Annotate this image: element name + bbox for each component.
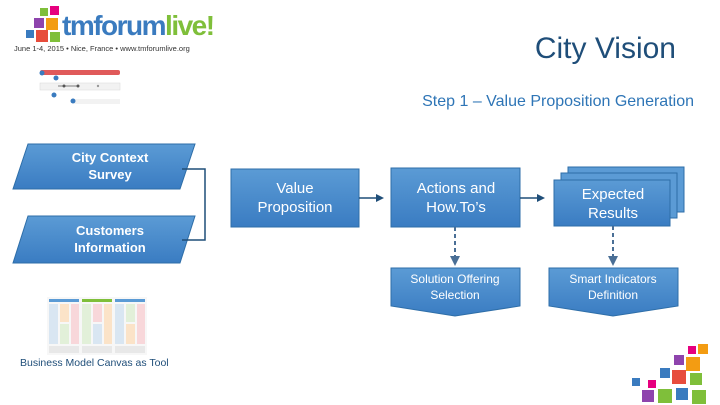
corner-square-icon bbox=[676, 388, 688, 400]
canvas-panel bbox=[82, 299, 112, 353]
corner-square-icon bbox=[660, 368, 670, 378]
corner-square-icon bbox=[672, 370, 686, 384]
logo-square-icon bbox=[34, 18, 44, 28]
logo-tagline: June 1-4, 2015 • Nice, France • www.tmfo… bbox=[14, 44, 190, 53]
tool-caption: Business Model Canvas as Tool bbox=[20, 357, 169, 369]
input-bracket-connector bbox=[182, 168, 206, 241]
corner-square-icon bbox=[674, 355, 684, 365]
corner-square-icon bbox=[690, 373, 702, 385]
corner-square-icon bbox=[648, 380, 656, 388]
corner-square-icon bbox=[632, 378, 640, 386]
business-model-canvas-thumbnail bbox=[47, 297, 147, 355]
page-title: City Vision bbox=[534, 32, 676, 65]
logo-square-icon bbox=[40, 8, 48, 16]
input-city-context-shape bbox=[12, 143, 196, 190]
logo-square-icon bbox=[26, 30, 34, 38]
canvas-panel bbox=[49, 299, 79, 353]
logo-square-icon bbox=[46, 18, 58, 30]
canvas-panel bbox=[115, 299, 145, 353]
corner-square-icon bbox=[698, 344, 708, 354]
slider-track-bottom bbox=[74, 99, 120, 104]
corner-square-icon bbox=[686, 357, 700, 371]
solution-offering-shape bbox=[390, 267, 521, 317]
tmforum-logo: tmforumlive! June 1-4, 2015 • Nice, Fran… bbox=[12, 6, 215, 54]
corner-square-icon bbox=[658, 389, 672, 403]
solution-offering-label: Solution Offering Selection bbox=[410, 272, 500, 302]
smart-indicators-shape bbox=[548, 267, 679, 317]
timeline-slider-graphic bbox=[39, 70, 121, 104]
logo-square-icon bbox=[50, 32, 60, 42]
page-subtitle: Step 1 – Value Proposition Generation bbox=[422, 93, 694, 110]
slider-track-middle bbox=[39, 82, 121, 91]
corner-square-icon bbox=[688, 346, 696, 354]
input-customers-info-shape bbox=[12, 215, 196, 264]
results-label: Expected Results bbox=[581, 185, 645, 223]
actions-box bbox=[390, 167, 521, 228]
input-city-context-label: City Context Survey bbox=[71, 150, 149, 182]
smart-indicators-label: Smart Indicators Definition bbox=[569, 272, 657, 302]
slider-track-red bbox=[40, 70, 120, 75]
logo-wordmark: tmforumlive! bbox=[62, 10, 215, 41]
input-customers-info-label: Customers Information bbox=[74, 223, 146, 255]
logo-square-icon bbox=[50, 6, 59, 15]
corner-square-icon bbox=[642, 390, 654, 402]
logo-square-icon bbox=[36, 30, 48, 42]
actions-label: Actions and How.To’s bbox=[416, 179, 496, 217]
value-proposition-box bbox=[230, 168, 360, 228]
corner-square-icon bbox=[692, 390, 706, 404]
value-proposition-label: Value Proposition bbox=[257, 179, 333, 217]
